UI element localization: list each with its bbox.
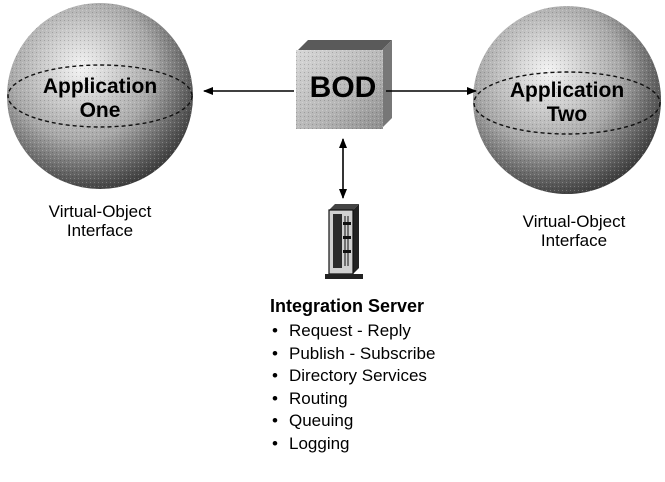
integration-server-title: Integration Server <box>270 296 425 316</box>
application-one-caption-line1: Virtual-Object <box>48 202 152 221</box>
integration-server-feature-list: Request - Reply Publish - Subscribe Dire… <box>270 320 435 455</box>
application-two-label: Application Two <box>487 79 647 127</box>
application-two-equator <box>473 71 661 135</box>
feature-item: Directory Services <box>270 365 435 388</box>
application-two-sphere <box>473 6 661 194</box>
application-one-caption-line2: Interface <box>66 221 134 240</box>
application-one-label: Application One <box>20 75 180 123</box>
application-two-caption-line1: Virtual-Object <box>522 212 626 231</box>
application-two-caption: Virtual-Object Interface <box>486 212 662 250</box>
application-two-label-line1: Application <box>509 79 625 102</box>
feature-item: Queuing <box>270 410 435 433</box>
application-one-caption: Virtual-Object Interface <box>10 202 190 240</box>
application-one-equator <box>7 64 193 128</box>
application-one-label-line1: Application <box>42 75 158 98</box>
feature-item: Routing <box>270 388 435 411</box>
application-one-sphere <box>7 3 193 189</box>
bod-label: BOD <box>309 71 377 104</box>
application-two-caption-line2: Interface <box>540 231 608 250</box>
server-tower-icon <box>325 204 363 279</box>
bod-box <box>296 40 392 129</box>
application-two-label-line2: Two <box>546 103 588 126</box>
feature-item: Publish - Subscribe <box>270 343 435 366</box>
feature-item: Logging <box>270 433 435 456</box>
application-one-label-line2: One <box>79 99 121 122</box>
feature-item: Request - Reply <box>270 320 435 343</box>
